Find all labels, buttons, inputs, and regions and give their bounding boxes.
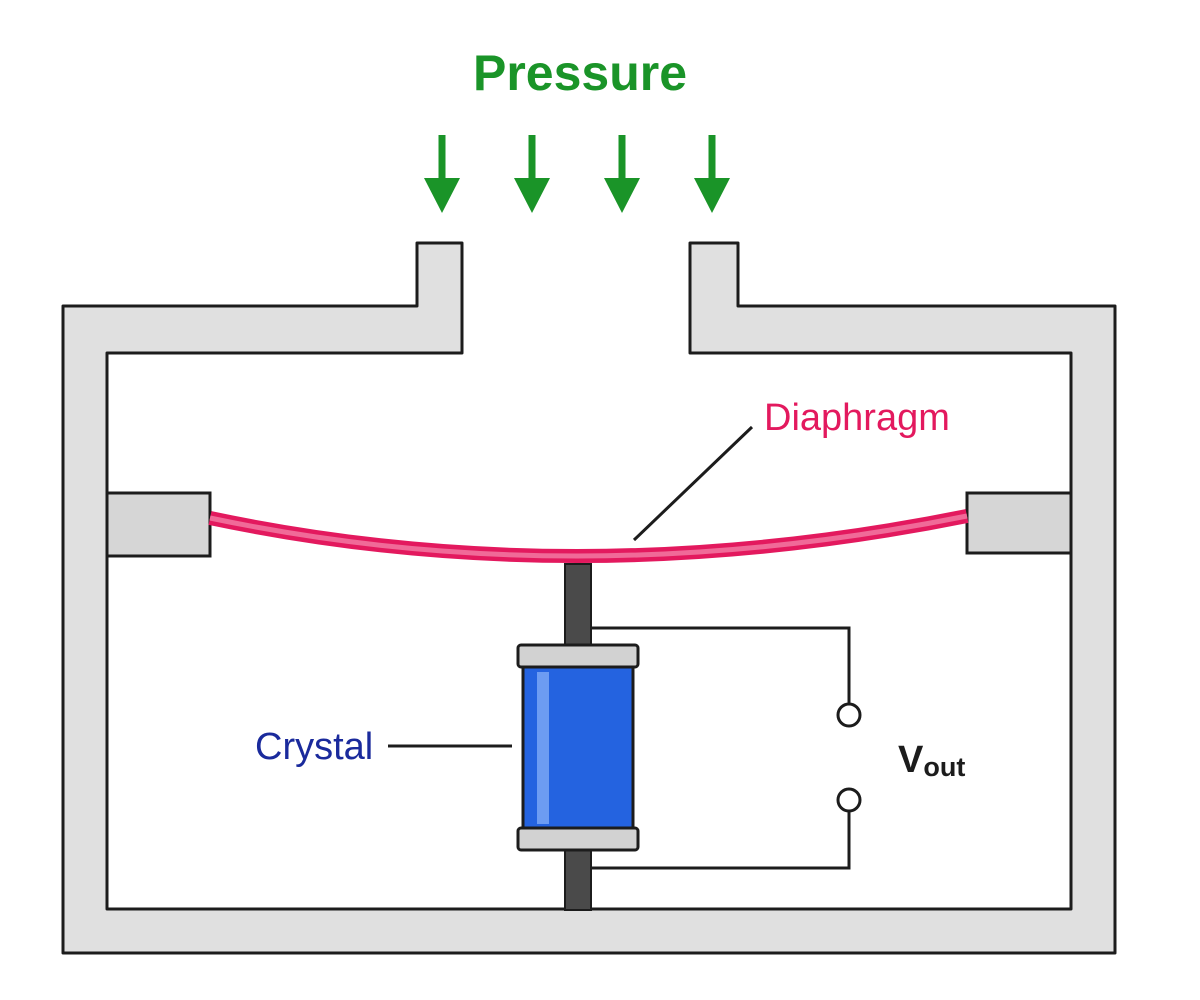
pressure-title: Pressure — [473, 45, 687, 101]
lower-rod — [564, 844, 592, 911]
circle-terminal-icon — [836, 787, 862, 813]
down-arrow-icon — [514, 135, 550, 213]
diaphragm-label: Diaphragm — [764, 397, 950, 439]
crystal-top-cap — [516, 643, 640, 669]
down-arrow-icon — [604, 135, 640, 213]
circle-terminal-icon — [836, 702, 862, 728]
down-arrow-icon — [424, 135, 460, 213]
left-clamp — [105, 491, 212, 558]
upper-rod — [564, 563, 592, 649]
sensor-housing — [61, 241, 1117, 955]
crystal-label: Crystal — [255, 726, 373, 768]
pressure-arrows — [424, 135, 730, 213]
right-clamp — [965, 491, 1073, 555]
crystal-highlight — [537, 672, 549, 824]
diaphragm — [208, 509, 969, 563]
down-arrow-icon — [694, 135, 730, 213]
vout-label: Vout — [898, 739, 965, 782]
crystal-element — [516, 643, 640, 852]
diaphragm-leader-line — [632, 425, 754, 542]
vout-subscript: out — [923, 752, 965, 782]
crystal-bottom-cap — [516, 826, 640, 852]
vout-main: V — [898, 739, 924, 781]
output-wiring — [591, 626, 862, 870]
